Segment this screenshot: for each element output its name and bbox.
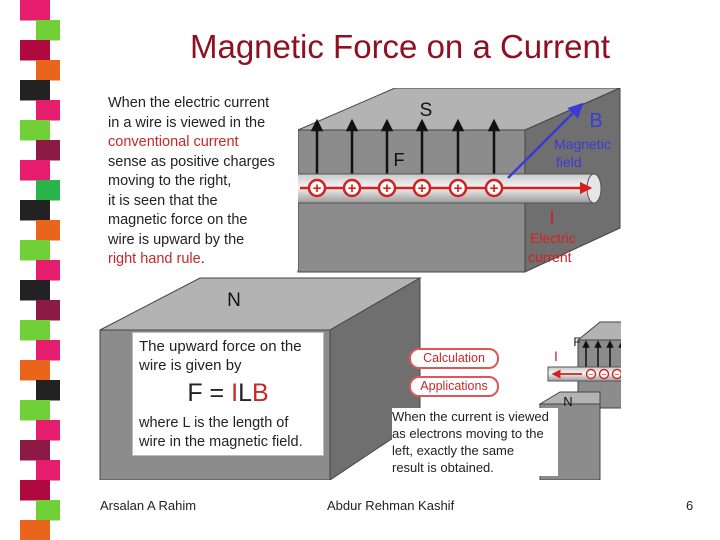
stripe-block xyxy=(36,260,60,281)
svg-text:+: + xyxy=(490,180,499,197)
svg-text:−: − xyxy=(614,370,619,380)
stripe-block xyxy=(36,300,60,321)
current-label-line-1: Electric xyxy=(530,230,576,246)
stripe-block xyxy=(20,240,50,261)
stripe-block xyxy=(20,40,50,61)
stripe-block xyxy=(36,180,60,201)
stripe-block xyxy=(20,480,50,501)
stripe-block xyxy=(36,60,60,81)
stripe-block xyxy=(20,440,50,461)
positive-charge-icon: + xyxy=(377,178,397,198)
field-label-line-1: Magnetic xyxy=(554,136,611,152)
current-wire xyxy=(277,173,602,204)
stripe-block xyxy=(20,360,50,381)
stripe-block xyxy=(36,220,60,241)
svg-text:+: + xyxy=(348,180,357,197)
stripe-block xyxy=(36,500,60,521)
stripe-block xyxy=(20,80,50,101)
stripe-block xyxy=(36,460,60,481)
stripe-block xyxy=(20,160,50,181)
footer-author-center: Abdur Rehman Kashif xyxy=(327,498,455,513)
svg-text:+: + xyxy=(454,180,463,197)
stripe-block xyxy=(20,200,50,221)
calculation-button[interactable]: Calculation xyxy=(409,348,499,369)
force-equation: F = ILB xyxy=(187,379,269,407)
force-label: F xyxy=(394,150,405,170)
svg-text:−: − xyxy=(601,370,606,380)
footer-author-left: Arsalan A Rahim xyxy=(100,498,197,513)
positive-charge-icon: + xyxy=(307,178,327,198)
force-arrows xyxy=(310,118,501,175)
stripe-block xyxy=(36,20,60,41)
positive-charge-icon: + xyxy=(448,178,468,198)
inset-current-label: I xyxy=(554,348,558,364)
pole-n-label: N xyxy=(227,290,241,311)
stripe-block xyxy=(36,420,60,441)
stripe-block xyxy=(20,320,50,341)
stripe-block xyxy=(20,0,50,21)
intro-text: When the electric current in a wire is v… xyxy=(108,94,298,270)
field-symbol: B xyxy=(589,110,602,132)
stripe-block xyxy=(20,280,50,301)
decorative-color-stripe xyxy=(20,0,60,540)
svg-text:+: + xyxy=(418,180,427,197)
magnetic-field-arrow xyxy=(507,102,584,179)
page-number: 6 xyxy=(686,498,694,513)
inset-force-label: F xyxy=(573,335,580,349)
svg-text:−: − xyxy=(588,370,593,380)
negative-charge-icon: − xyxy=(611,368,621,380)
inset-pole-n-label: N xyxy=(563,394,572,409)
electron-view-note: When the current is viewed as electrons … xyxy=(392,408,558,476)
stripe-block xyxy=(36,140,60,161)
applications-button[interactable]: Applications xyxy=(409,376,499,397)
stripe-block xyxy=(36,340,60,361)
force-equation-box: The upward force on the wire is given by… xyxy=(132,332,324,456)
negative-charge-icon: − xyxy=(585,368,597,380)
pole-s-label: S xyxy=(420,100,433,121)
stripe-block xyxy=(36,380,60,401)
positive-charge-icon: + xyxy=(412,178,432,198)
stripe-block xyxy=(20,120,50,141)
svg-text:+: + xyxy=(383,180,392,197)
stripe-block xyxy=(20,520,50,540)
svg-text:+: + xyxy=(313,180,322,197)
positive-charge-icon: + xyxy=(484,178,504,198)
positive-charge-icon: + xyxy=(342,178,362,198)
slide-title: Magnetic Force on a Current xyxy=(189,28,611,65)
stripe-block xyxy=(20,400,50,421)
current-symbol: I xyxy=(549,208,554,228)
field-label-line-2: field xyxy=(556,154,582,170)
positive-charges: + + + + + + xyxy=(307,178,504,198)
stripe-block xyxy=(36,100,60,121)
current-label-line-2: current xyxy=(528,249,572,265)
negative-charge-icon: − xyxy=(598,368,610,380)
electron-inset-diagram: − − − − S F B I N xyxy=(538,321,621,480)
